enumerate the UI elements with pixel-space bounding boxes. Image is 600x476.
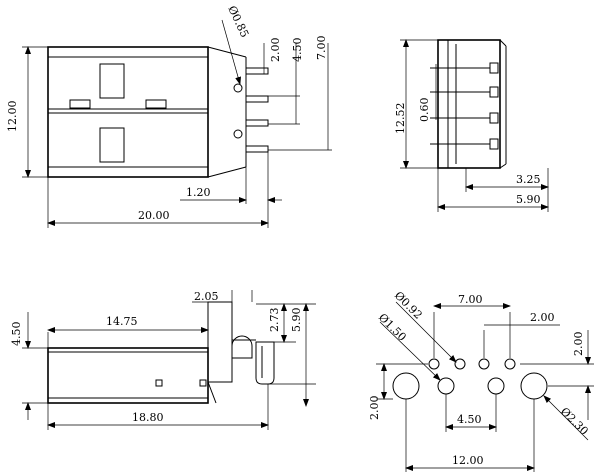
footprint-hole-left xyxy=(437,377,455,395)
footprint-mount-left xyxy=(392,372,420,400)
footprint-pin-3 xyxy=(478,358,490,370)
footprint-dim-pitch-inner: 4.50 xyxy=(457,413,482,426)
top-dim-pitch-a: 2.00 xyxy=(269,38,282,63)
side-dim-length: 18.80 xyxy=(132,411,164,424)
top-window-upper xyxy=(99,63,125,99)
end-dim-height: 12.52 xyxy=(394,103,407,135)
footprint-pin-4 xyxy=(504,358,516,370)
end-dim-pin-width: 0.60 xyxy=(418,98,431,123)
top-dim-tail: 1.20 xyxy=(186,186,211,199)
side-flange xyxy=(207,301,233,383)
footprint-holes xyxy=(392,358,548,400)
side-boss xyxy=(231,335,253,359)
footprint-pin-2 xyxy=(454,358,466,370)
top-body-outline xyxy=(47,46,209,178)
end-view: 12.52 0.60 3.25 5.90 xyxy=(394,39,549,212)
side-dim-body: 14.75 xyxy=(106,315,138,328)
footprint-dim-small-hole: Ø0.92 xyxy=(392,289,425,322)
side-body-outline xyxy=(47,347,209,404)
top-hole-upper xyxy=(233,83,243,93)
footprint-dim-large-hole: Ø1.50 xyxy=(376,311,409,344)
footprint-view: Ø0.92 Ø1.50 7.00 2.00 2.00 2.00 4.50 Ø2.… xyxy=(368,289,594,472)
end-body-outline xyxy=(437,39,501,169)
side-dim-tab: 2.05 xyxy=(194,290,219,303)
end-dim-depth-a: 3.25 xyxy=(516,173,541,186)
footprint-dim-width: 12.00 xyxy=(452,454,484,467)
top-pins xyxy=(245,67,269,153)
top-hole-lower xyxy=(233,129,243,139)
top-dim-hole-dia: Ø0.85 xyxy=(225,4,251,40)
footprint-dim-pitch-outer: 7.00 xyxy=(458,293,483,306)
end-dim-depth-b: 5.90 xyxy=(516,193,541,206)
footprint-dim-row-gap: 2.00 xyxy=(572,332,585,357)
end-contacts xyxy=(430,62,499,150)
side-dim-offset-a: 2.73 xyxy=(268,308,281,333)
footprint-pin-1 xyxy=(428,358,440,370)
side-dim-height: 4.50 xyxy=(10,322,23,347)
top-dim-pitch-b: 4.50 xyxy=(291,38,304,63)
side-contact-tail xyxy=(255,341,275,385)
side-dim-offset-b: 5.90 xyxy=(290,308,303,333)
footprint-dim-pitch-pin: 2.00 xyxy=(530,311,555,324)
top-window-lower xyxy=(99,127,125,163)
side-view: 4.50 14.75 2.05 2.73 5.90 18.80 xyxy=(10,290,316,430)
top-dim-height: 12.00 xyxy=(6,101,19,133)
footprint-hole-right xyxy=(487,377,505,395)
top-view: Ø0.85 2.00 4.50 7.00 12.00 1.20 20.00 xyxy=(6,4,332,228)
footprint-dim-row-gap-left: 2.00 xyxy=(368,396,381,421)
top-dim-length: 20.00 xyxy=(138,209,170,222)
top-dim-pitch-c: 7.00 xyxy=(315,36,328,61)
footprint-mount-right xyxy=(520,372,548,400)
footprint-dim-mount-hole: Ø2.30 xyxy=(558,405,591,438)
